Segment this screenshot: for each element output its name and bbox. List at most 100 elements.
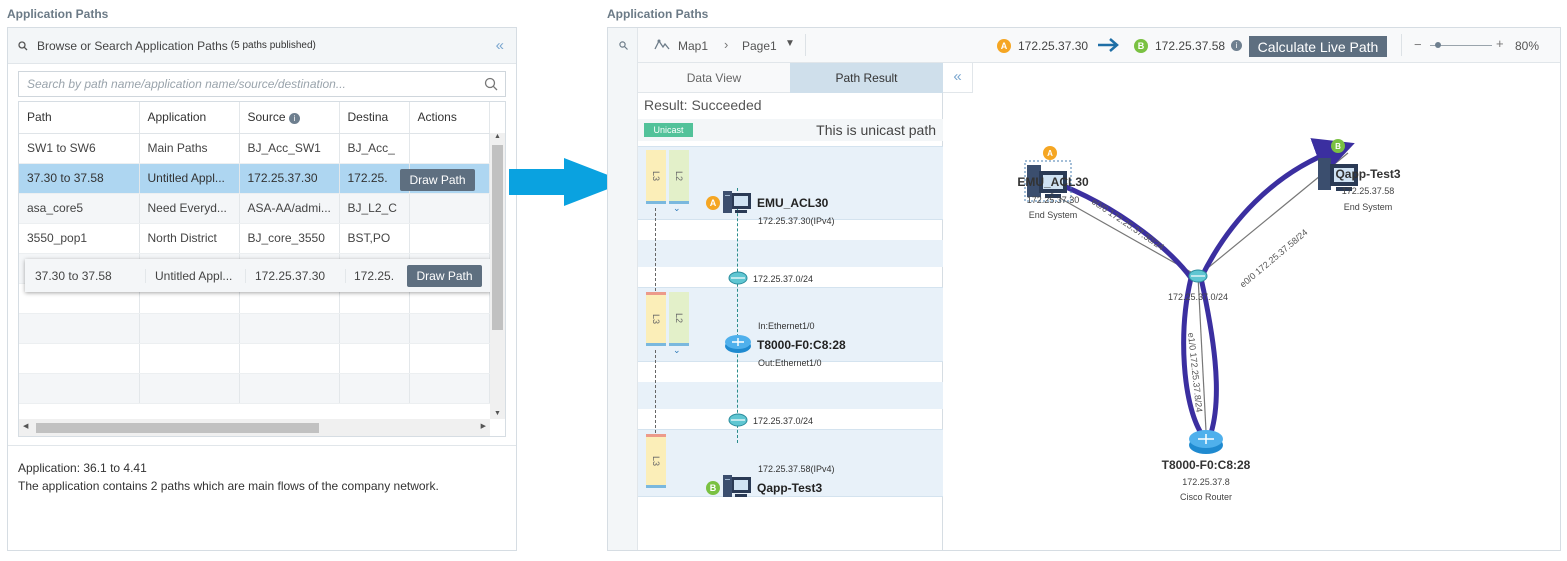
- tab-data-view[interactable]: Data View: [638, 63, 790, 93]
- layer-l3-tag[interactable]: L3: [646, 292, 666, 346]
- zoom-in-icon[interactable]: +: [1496, 36, 1504, 51]
- layer-l3-tag[interactable]: L3: [646, 434, 666, 488]
- map-node-b-type: End System: [1343, 202, 1393, 212]
- vertical-scrollbar[interactable]: ▲ ▼: [490, 133, 505, 419]
- info-icon[interactable]: i: [1231, 40, 1242, 51]
- search-input-icon[interactable]: [484, 77, 498, 91]
- toolbar-divider: [805, 34, 806, 56]
- hop-badge-b: B: [706, 481, 720, 495]
- hop-destination[interactable]: [638, 429, 943, 497]
- map-node-b-name: Qapp-Test3: [1335, 167, 1401, 181]
- map-router-type: Cisco Router: [1179, 492, 1233, 502]
- layer-l2-tag[interactable]: L2: [669, 292, 689, 346]
- map-panel: Map1 › Page1 ▼ A 172.25.37.30 B 172.25.3…: [607, 27, 1561, 551]
- node-a-icon[interactable]: [1027, 165, 1067, 198]
- zoom-slider[interactable]: [1430, 45, 1492, 46]
- collapse-left-icon[interactable]: «: [495, 37, 504, 54]
- router-node-icon[interactable]: [1189, 430, 1223, 454]
- col-actions: Actions: [409, 102, 490, 134]
- col-destination[interactable]: Destina: [339, 102, 410, 134]
- cell-destination: BJ_L2_C: [339, 193, 410, 224]
- scroll-up-icon[interactable]: ▲: [494, 133, 501, 140]
- cell-actions: [409, 133, 490, 164]
- layer-l2-tag[interactable]: L2: [669, 150, 689, 204]
- cell-path: asa_core5: [19, 193, 140, 224]
- expand-chevron-icon[interactable]: ⌄: [673, 345, 681, 355]
- hub-icon[interactable]: [1188, 269, 1208, 283]
- divider: [8, 445, 516, 446]
- horizontal-scrollbar[interactable]: ◀ ▶: [19, 419, 490, 436]
- dest-ip[interactable]: 172.25.37.58: [1155, 39, 1226, 53]
- map-toolbar: Map1 › Page1 ▼ A 172.25.37.30 B 172.25.3…: [638, 28, 1560, 63]
- map-node-a-ip: 172.25.37.30: [1026, 195, 1080, 205]
- paths-table: Path Application Source i Destina Action…: [18, 101, 506, 437]
- calculate-live-path-button[interactable]: Calculate Live Path: [1249, 36, 1387, 57]
- drag-draw-path-button[interactable]: Draw Path: [407, 264, 482, 287]
- scroll-down-icon[interactable]: ▼: [494, 410, 501, 417]
- col-application[interactable]: Application: [139, 102, 240, 134]
- segment-label: 172.25.37.0/24: [753, 274, 814, 284]
- cell-actions: [409, 223, 490, 254]
- cell-destination: 172.25.: [339, 163, 410, 194]
- col-path[interactable]: Path: [19, 102, 140, 134]
- zoom-out-icon[interactable]: −: [1414, 37, 1422, 52]
- info-icon: i: [288, 113, 300, 125]
- expand-chevron-icon[interactable]: ⌄: [673, 203, 681, 213]
- zoom-slider-handle[interactable]: [1435, 42, 1441, 48]
- layer-connector: [655, 350, 656, 438]
- application-paths-panel: Browse or Search Application Paths (5 pa…: [7, 27, 517, 551]
- search-input[interactable]: Search by path name/application name/sou…: [18, 71, 506, 97]
- map-name[interactable]: Map1: [678, 39, 709, 53]
- page-name[interactable]: Page1: [742, 39, 777, 53]
- scroll-left-icon[interactable]: ◀: [23, 423, 29, 430]
- hop-source-ip: 172.25.37.30(IPv4): [758, 216, 835, 226]
- draw-path-button[interactable]: Draw Path: [400, 169, 475, 191]
- cell-destination: BJ_Acc_: [339, 133, 410, 164]
- map-node-b-ip: 172.25.37.58: [1341, 186, 1395, 196]
- unicast-bar: Unicast This is unicast path: [638, 119, 943, 141]
- gutter-search-icon[interactable]: [619, 41, 628, 50]
- cell-source: ASA-AA/admi...: [239, 193, 340, 224]
- cell-source: BJ_Acc_SW1: [239, 133, 340, 164]
- link-a-hub[interactable]: [1050, 192, 1199, 277]
- side-gutter: [608, 28, 638, 550]
- path-flow-line: [737, 188, 738, 443]
- cell-application: North District: [139, 223, 240, 254]
- link-router-hub[interactable]: [1197, 275, 1207, 432]
- search-placeholder: Search by path name/application name/sou…: [27, 77, 346, 91]
- map-node-a-type: End System: [1028, 210, 1078, 220]
- source-ip[interactable]: 172.25.37.30: [1018, 39, 1089, 53]
- unicast-badge: Unicast: [644, 123, 693, 137]
- dragged-row[interactable]: 37.30 to 37.58 Untitled Appl... 172.25.3…: [25, 259, 491, 292]
- hop-dest-name: Qapp-Test3: [757, 481, 823, 495]
- horizontal-scroll-thumb[interactable]: [36, 423, 319, 433]
- vertical-scroll-thumb[interactable]: [492, 145, 503, 330]
- tab-path-result[interactable]: Path Result: [790, 63, 943, 93]
- drag-cell-destination: 172.25.: [354, 268, 395, 283]
- drag-cell-application: Untitled Appl...: [146, 268, 246, 283]
- cell-path: SW1 to SW6: [19, 133, 140, 164]
- cell-application: Main Paths: [139, 133, 240, 164]
- browse-label: Browse or Search Application Paths: [37, 38, 228, 53]
- page-dropdown-icon[interactable]: ▼: [785, 38, 795, 49]
- topology-map: e0/0 172.25.37.30/24 e0/0 172.25.37.58/2…: [1024, 138, 1358, 454]
- layer-l3-tag[interactable]: L3: [646, 150, 666, 204]
- result-status: Result: Succeeded: [644, 97, 762, 113]
- direction-arrow-icon: [1098, 38, 1119, 52]
- left-section-title: Application Paths: [7, 7, 109, 21]
- col-source[interactable]: Source i: [239, 102, 340, 134]
- segment-row[interactable]: [638, 240, 943, 267]
- table-row-empty: [19, 373, 490, 404]
- browse-header: Browse or Search Application Paths (5 pa…: [8, 28, 516, 64]
- scroll-right-icon[interactable]: ▶: [480, 423, 486, 430]
- table-row-empty: [19, 313, 490, 344]
- subnet-icon: [728, 271, 748, 285]
- map-icon: [654, 39, 670, 50]
- svg-text:A: A: [1047, 149, 1053, 158]
- node-b-icon[interactable]: [1318, 158, 1358, 191]
- collapse-panel-icon[interactable]: «: [943, 63, 973, 93]
- segment-row[interactable]: [638, 382, 943, 409]
